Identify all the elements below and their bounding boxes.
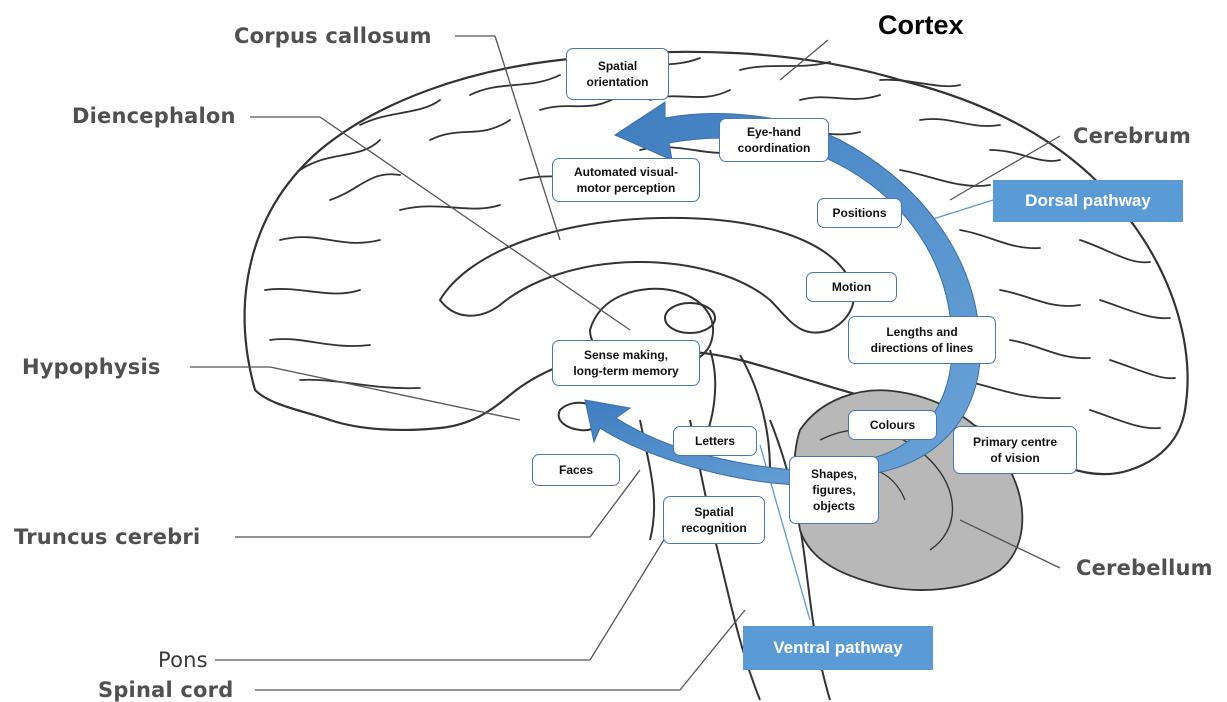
box-motion: Motion (806, 272, 897, 302)
box-positions: Positions (817, 198, 902, 228)
box-faces: Faces (532, 454, 620, 486)
label-truncus-cerebri: Truncus cerebri (14, 525, 201, 549)
box-letters: Letters (673, 426, 757, 456)
box-automated-visual-motor: Automated visual- motor perception (552, 158, 700, 202)
box-colours: Colours (848, 410, 937, 440)
label-cerebrum: Cerebrum (1073, 124, 1192, 148)
ventral-pathway-label: Ventral pathway (743, 626, 933, 670)
label-hypophysis: Hypophysis (22, 355, 161, 379)
dorsal-pathway-label: Dorsal pathway (993, 180, 1183, 222)
title-cortex: Cortex (878, 10, 964, 40)
box-spatial-recognition: Spatial recognition (663, 496, 765, 544)
leader-lines (190, 35, 1061, 691)
label-spinal-cord: Spinal cord (98, 678, 234, 702)
label-corpus-callosum: Corpus callosum (234, 24, 432, 48)
cerebrum-outline (243, 50, 1189, 476)
label-cerebellum: Cerebellum (1076, 556, 1213, 580)
box-shapes-figures-objects: Shapes, figures, objects (789, 456, 879, 524)
label-pons: Pons (158, 648, 208, 672)
label-diencephalon: Diencephalon (72, 104, 236, 128)
box-sense-making: Sense making, long-term memory (552, 340, 700, 386)
box-primary-centre-vision: Primary centre of vision (953, 426, 1077, 474)
box-spatial-orientation: Spatial orientation (566, 48, 669, 100)
box-eye-hand-coordination: Eye-hand coordination (719, 118, 829, 162)
box-lengths-directions: Lengths and directions of lines (848, 316, 996, 364)
